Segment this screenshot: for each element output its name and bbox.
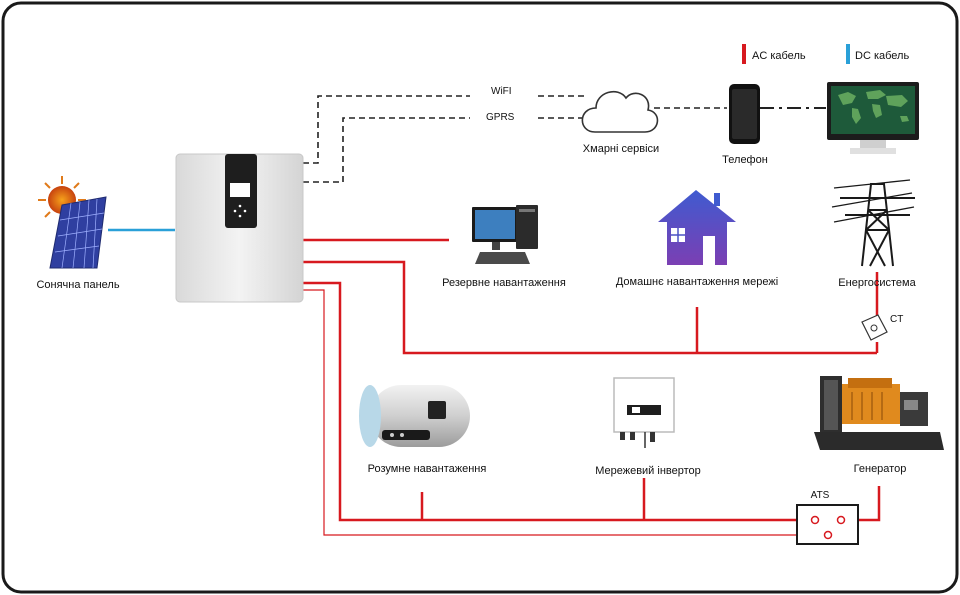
grid-label: Енергосистема (838, 277, 916, 289)
phone-label: Телефон (722, 154, 768, 166)
ac-cables (303, 238, 881, 522)
diesel-generator-icon (814, 376, 944, 450)
ac-legend-swatch (742, 44, 746, 64)
ct-label: CT (890, 314, 903, 325)
grid-inverter-label: Мережевий інвертор (595, 465, 701, 477)
wifi-label: WiFI (491, 86, 512, 97)
ats-label: ATS (811, 490, 830, 501)
grid-inverter-icon (613, 377, 675, 448)
house-icon (658, 190, 736, 265)
world-map-monitor-icon (827, 82, 919, 154)
hybrid-inverter-icon (175, 153, 304, 303)
current-transformer-icon (861, 314, 888, 341)
gprs-label: GPRS (486, 112, 515, 123)
cloud-services-label: Хмарні сервіси (583, 143, 659, 155)
smart-load-label: Розумне навантаження (368, 463, 487, 475)
power-pylon-icon (831, 179, 915, 267)
solar-panel-label: Сонячна панель (36, 279, 119, 291)
comm-lines (303, 95, 727, 183)
water-heater-icon (359, 385, 470, 447)
smartphone-icon (729, 84, 760, 144)
legend: AC кабель DC кабель (742, 44, 909, 64)
solar-panel-icon (38, 176, 107, 269)
ac-legend-label: AC кабель (752, 50, 806, 62)
desktop-computer-icon (472, 205, 538, 264)
home-load-label: Домашнє навантаження мережі (616, 276, 778, 288)
ats-switch-icon (796, 504, 859, 545)
backup-load-label: Резервне навантаження (442, 277, 566, 289)
dc-legend-label: DC кабель (855, 50, 909, 62)
cloud-icon (581, 90, 659, 133)
generator-label: Генератор (854, 463, 907, 475)
dc-legend-swatch (846, 44, 850, 64)
ac-cable-thin (303, 289, 825, 536)
